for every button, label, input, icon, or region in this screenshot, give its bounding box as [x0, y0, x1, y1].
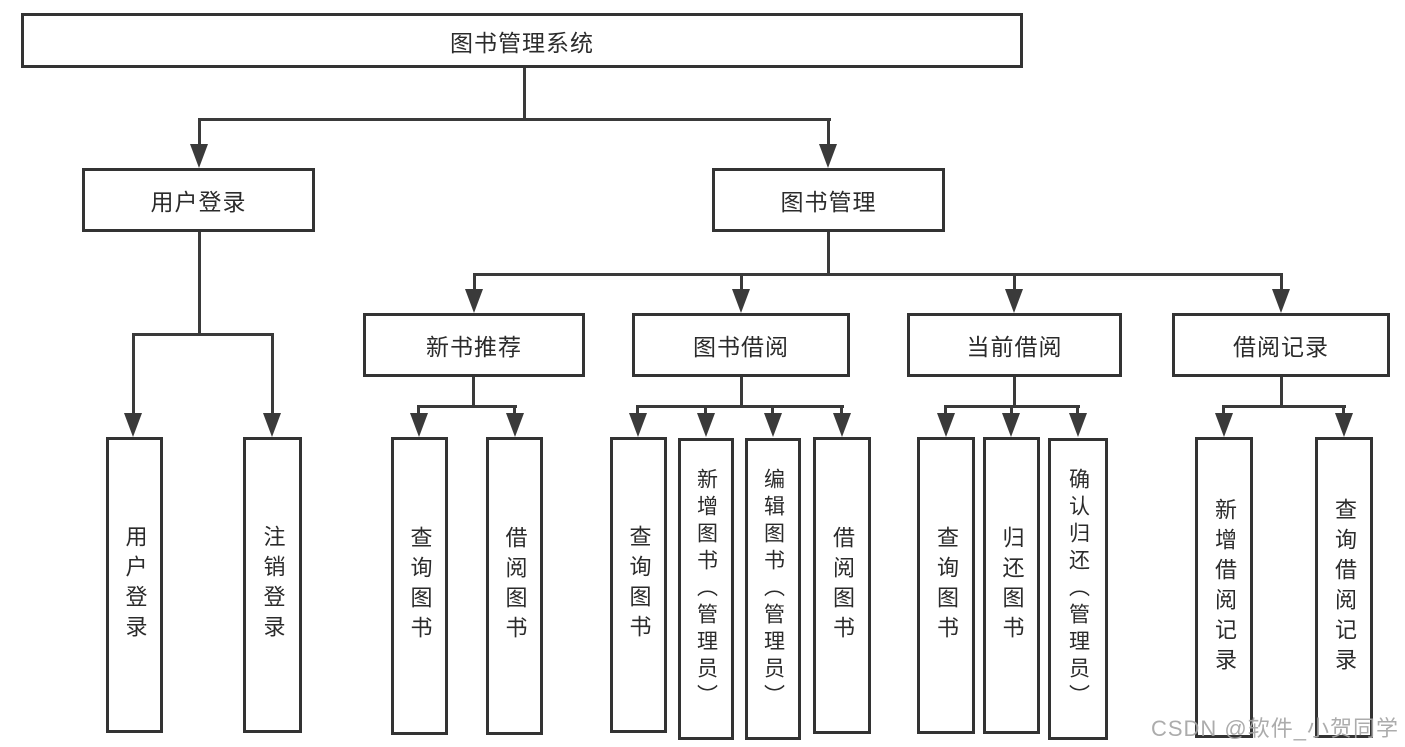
- leaf-nb-query-books-label: 查询图书: [407, 526, 433, 646]
- connector-stub-bb-add: [704, 405, 707, 419]
- connector-stub-current-borrow: [1013, 273, 1016, 293]
- connector-stub-br-query: [1342, 405, 1345, 419]
- connector-stub-bb-borrow: [840, 405, 843, 419]
- connector-userlogin-drop: [198, 232, 201, 333]
- leaf-bb-edit-books-admin-label: 编辑图书（管理员）: [761, 467, 785, 711]
- connector-stub-leaf-logout: [271, 333, 274, 418]
- connector-stub-new-book: [473, 273, 476, 293]
- arrowhead-br-add: [1215, 413, 1233, 437]
- leaf-user-login-label: 用户登录: [122, 525, 148, 645]
- node-borrow-record: 借阅记录: [1172, 313, 1390, 377]
- arrowhead-user-login: [190, 144, 208, 168]
- connector-stub-borrow-record: [1280, 273, 1283, 293]
- arrowhead-nb-borrow: [506, 413, 524, 437]
- leaf-bb-add-books-admin: 新增图书（管理员）: [678, 438, 734, 740]
- leaf-logout-label: 注销登录: [260, 525, 286, 645]
- connector-borrowrecord-branch: [1224, 405, 1346, 408]
- leaf-br-add-record-label: 新增借阅记录: [1212, 497, 1237, 678]
- leaf-user-login: 用户登录: [106, 437, 163, 733]
- leaf-cb-return-books: 归还图书: [983, 437, 1040, 734]
- arrowhead-br-query: [1335, 413, 1353, 437]
- leaf-cb-confirm-return-admin-label: 确认归还（管理员）: [1066, 467, 1090, 711]
- connector-stub-user-login: [198, 118, 201, 150]
- connector-currentborrow-drop: [1013, 377, 1016, 408]
- leaf-bb-add-books-admin-label: 新增图书（管理员）: [694, 467, 718, 711]
- arrowhead-cb-return: [1002, 413, 1020, 437]
- connector-root-drop: [523, 68, 526, 118]
- leaf-logout: 注销登录: [243, 437, 302, 733]
- node-book-management: 图书管理: [712, 168, 945, 232]
- leaf-br-query-record-label: 查询借阅记录: [1332, 497, 1357, 678]
- leaf-cb-query-books: 查询图书: [917, 437, 975, 734]
- arrowhead-bb-add: [697, 413, 715, 437]
- connector-newbook-drop: [472, 377, 475, 408]
- arrowhead-leaf-logout: [263, 413, 281, 437]
- leaf-br-query-record: 查询借阅记录: [1315, 437, 1373, 738]
- connector-userlogin-branch: [133, 333, 274, 336]
- connector-borrowrecord-drop: [1280, 377, 1283, 408]
- connector-bookborrow-drop: [740, 377, 743, 408]
- arrowhead-book-borrow: [732, 289, 750, 313]
- connector-bookmgmt-drop: [827, 232, 830, 276]
- connector-stub-nb-query: [417, 405, 420, 419]
- leaf-bb-query-books-label: 查询图书: [626, 525, 652, 645]
- node-book-borrow: 图书借阅: [632, 313, 850, 377]
- arrowhead-bb-edit: [764, 413, 782, 437]
- connector-newbook-branch: [419, 405, 517, 408]
- arrowhead-bb-borrow: [833, 413, 851, 437]
- node-current-borrow: 当前借阅: [907, 313, 1122, 377]
- watermark: CSDN @软件_小贺同学: [1150, 716, 1399, 741]
- arrowhead-book-mgmt: [819, 144, 837, 168]
- connector-bookmgmt-branch: [474, 273, 1282, 276]
- leaf-bb-borrow-books: 借阅图书: [813, 437, 871, 734]
- leaf-bb-borrow-books-label: 借阅图书: [830, 525, 855, 646]
- connector-stub-cb-query: [944, 405, 947, 419]
- connector-root-branch: [199, 118, 831, 121]
- leaf-bb-query-books: 查询图书: [610, 437, 667, 733]
- leaf-cb-return-books-label: 归还图书: [999, 525, 1025, 646]
- arrowhead-borrow-record: [1272, 289, 1290, 313]
- arrowhead-cb-confirm: [1069, 413, 1087, 437]
- arrowhead-cb-query: [937, 413, 955, 437]
- connector-stub-cb-confirm: [1076, 405, 1079, 419]
- arrowhead-bb-query: [629, 413, 647, 437]
- connector-stub-cb-return: [1010, 405, 1013, 419]
- leaf-cb-query-books-label: 查询图书: [934, 525, 959, 646]
- leaf-nb-borrow-books-label: 借阅图书: [502, 526, 528, 646]
- connector-stub-bb-edit: [771, 405, 774, 419]
- connector-stub-leaf-login: [132, 333, 135, 418]
- arrowhead-current-borrow: [1005, 289, 1023, 313]
- leaf-br-add-record: 新增借阅记录: [1195, 437, 1253, 738]
- leaf-nb-borrow-books: 借阅图书: [486, 437, 543, 735]
- connector-stub-nb-borrow: [513, 405, 516, 419]
- arrowhead-new-book: [465, 289, 483, 313]
- leaf-bb-edit-books-admin: 编辑图书（管理员）: [745, 438, 801, 740]
- leaf-nb-query-books: 查询图书: [391, 437, 448, 735]
- node-user-login: 用户登录: [82, 168, 315, 232]
- connector-stub-book-mgmt: [827, 118, 830, 150]
- arrowhead-nb-query: [410, 413, 428, 437]
- connector-bookborrow-branch: [638, 405, 844, 408]
- connector-stub-book-borrow: [740, 273, 743, 293]
- node-root-system: 图书管理系统: [21, 13, 1023, 68]
- leaf-cb-confirm-return-admin: 确认归还（管理员）: [1048, 438, 1108, 740]
- connector-stub-br-add: [1222, 405, 1225, 419]
- arrowhead-leaf-login: [124, 413, 142, 437]
- connector-stub-bb-query: [636, 405, 639, 419]
- connector-currentborrow-branch: [946, 405, 1080, 408]
- node-new-book-recommend: 新书推荐: [363, 313, 585, 377]
